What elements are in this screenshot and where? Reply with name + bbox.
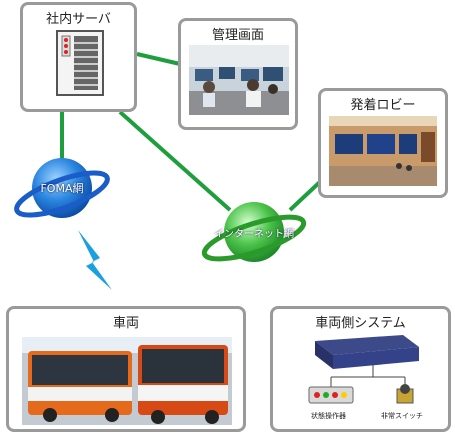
status-panel-label: 状態操作器 (311, 412, 346, 420)
lobby-box: 発着ロビー (318, 88, 448, 198)
foma-label: FOMA網 (40, 182, 84, 195)
network-device-icon (315, 335, 419, 355)
buses-photo (22, 337, 232, 425)
vehicle-system-label: 車両側システム (315, 316, 406, 331)
vehicle-box: 車両 (6, 306, 246, 432)
foma-node: FOMA網 (12, 150, 112, 230)
link-server-internet (118, 110, 232, 212)
internet-node: インターネット網 (198, 196, 310, 272)
emergency-switch-label: 非常スイッチ (381, 412, 423, 420)
link-internet-lobby (288, 178, 324, 212)
server-label: 社内サーバ (46, 12, 111, 27)
vehicle-system-diagram (308, 335, 419, 404)
server-rack-icon (56, 30, 104, 96)
vehicle-system-box: 車両側システム 状態操作器 非常スイッチ (270, 306, 451, 432)
server-box: 社内サーバ (20, 2, 137, 112)
internet-label: インターネット網 (214, 229, 294, 240)
globe-icon (201, 202, 307, 262)
vehicle-label: 車両 (112, 316, 139, 331)
admin-screen-label: 管理画面 (211, 28, 264, 43)
globe-icon (14, 158, 110, 218)
link-server-admin (136, 52, 181, 66)
status-panel-icon (308, 386, 354, 404)
lobby-label: 発着ロビー (350, 98, 416, 113)
control-room-photo (189, 45, 289, 115)
lightning-bolt-icon (78, 230, 112, 290)
admin-screen-box: 管理画面 (178, 18, 298, 130)
lobby-photo (329, 116, 437, 186)
